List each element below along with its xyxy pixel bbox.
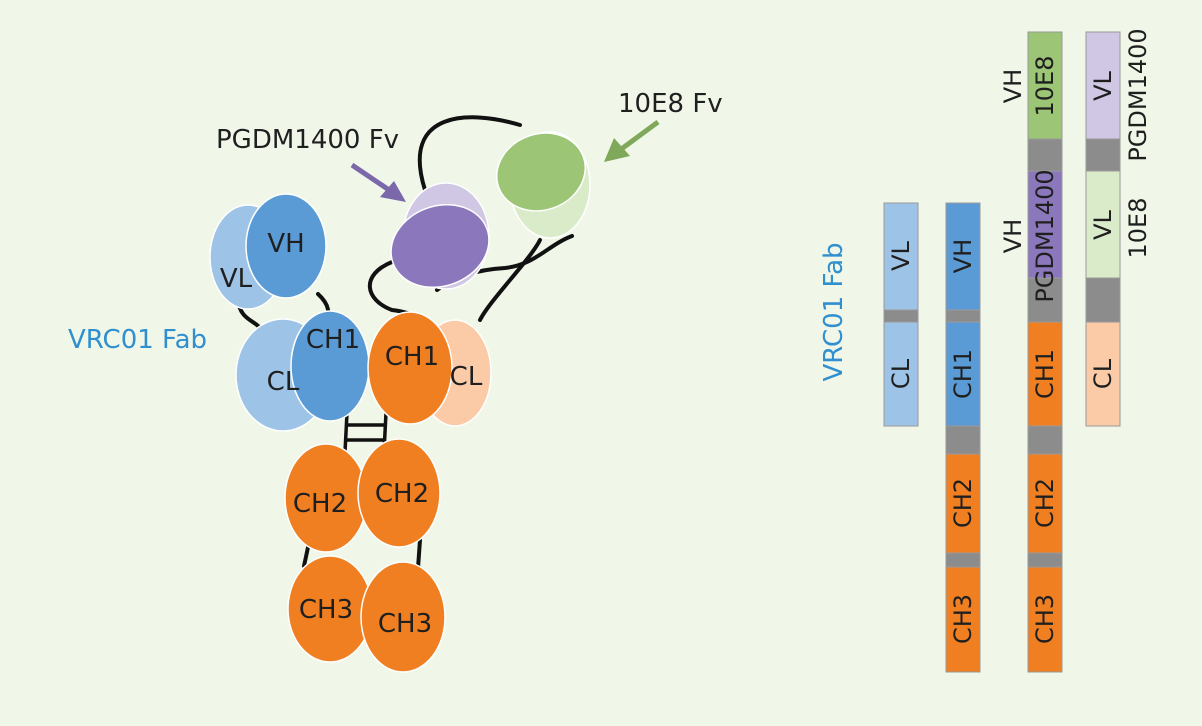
label-pgdm1400-fv: PGDM1400 Fv [216, 125, 399, 155]
bar-linker-d2 [1085, 277, 1121, 323]
bar-vl-10e8 [1085, 170, 1121, 279]
label-cl: CL [267, 367, 300, 397]
bar-label-vh: VH [949, 239, 977, 273]
bar-label-ch2-b: CH2 [949, 478, 977, 528]
bar-hinge-c [1027, 425, 1063, 455]
arrow-pgdm1400-head [380, 181, 406, 202]
bar-cl [883, 321, 919, 427]
bar-vh [945, 202, 981, 311]
chain-heavy-trispecific [1027, 31, 1063, 673]
bar-label-ch1-blue: CH1 [949, 349, 977, 399]
label-vl: VL [220, 264, 253, 294]
bar-linker-b2 [945, 552, 981, 568]
side-label-vrc01-fab: VRC01 Fab [819, 242, 849, 381]
domain-ch2-right [357, 438, 441, 548]
bar-hinge-b [945, 425, 981, 455]
bar-linker-c2 [1027, 277, 1063, 323]
loop-top [417, 115, 522, 192]
label-ch1-orange: CH1 [385, 342, 439, 372]
label-ch2-left: CH2 [293, 489, 347, 519]
linker-ch2-ch3-right [416, 538, 422, 570]
bar-label-vl-10e8: VL [1089, 209, 1117, 239]
bar-label-pgdm1400: PGDM1400 [1031, 169, 1059, 302]
side-label-pgdm1400: PGDM1400 [1124, 28, 1152, 161]
label-ch3-right: CH3 [378, 609, 432, 639]
bar-ch2-b [945, 453, 981, 554]
loop-right-down [478, 238, 542, 322]
bar-vh-pgdm1400 [1027, 170, 1063, 279]
arrows [350, 119, 660, 202]
bar-ch2-c [1027, 453, 1063, 554]
bar-labels: VL CL VH CH1 CH2 CH3 10E8 PGDM1400 CH1 C… [887, 56, 1117, 645]
domain-vh [245, 193, 327, 299]
chain-heavy-vrc01 [945, 202, 981, 673]
domain-ch1-orange [367, 311, 453, 425]
bar-label-ch2-c: CH2 [1031, 478, 1059, 528]
bar-label-ch3-b: CH3 [949, 594, 977, 644]
e10e8-vh [496, 132, 586, 212]
label-ch2-right: CH2 [375, 479, 429, 509]
arrow-10e8-head [604, 138, 630, 162]
bar-label-vl-pgdm: VL [1089, 70, 1117, 100]
chain-light-trispecific [1085, 31, 1121, 427]
arrow-10e8 [618, 119, 660, 153]
side-label-vh-pgdm: VH [999, 219, 1027, 253]
bar-linker-c1 [1027, 138, 1063, 172]
fv-modules [390, 131, 591, 290]
bar-label-cl: CL [887, 358, 915, 389]
bar-vl-pgdm1400 [1085, 31, 1121, 140]
bar-linker-a [883, 309, 919, 323]
label-vrc01-fab: VRC01 Fab [68, 325, 207, 355]
bar-ch3-c [1027, 566, 1063, 673]
chain-side-labels: VH VH PGDM1400 10E8 VRC01 Fab [819, 28, 1152, 381]
bar-linker-d1 [1085, 138, 1121, 172]
label-vh: VH [267, 229, 304, 259]
bar-cl-peach [1085, 321, 1121, 427]
bar-ch1-orange [1027, 321, 1063, 427]
vrc01-fab [209, 193, 370, 432]
label-ch3-left: CH3 [299, 595, 353, 625]
bar-linker-c3 [1027, 552, 1063, 568]
bar-label-ch1-orange: CH1 [1031, 349, 1059, 399]
bar-vh-10e8 [1027, 31, 1063, 140]
bar-vl [883, 202, 919, 311]
heavy-chain-constant [284, 311, 492, 673]
bar-ch3-b [945, 566, 981, 673]
chain-light-vrc01 [883, 202, 919, 427]
bar-ch1-blue [945, 321, 981, 427]
bar-label-cl-peach: CL [1089, 358, 1117, 389]
bar-label-vl: VL [887, 240, 915, 270]
chain-schematic: VL CL VH CH1 CH2 CH3 10E8 PGDM1400 CH1 C… [819, 28, 1152, 673]
label-cl-peach: CL [450, 362, 483, 392]
domain-ch3-right [360, 561, 446, 673]
bar-label-10e8: 10E8 [1031, 56, 1059, 117]
label-ch1-blue: CH1 [306, 325, 360, 355]
bar-label-ch3-c: CH3 [1031, 594, 1059, 644]
side-label-10e8: 10E8 [1124, 198, 1152, 259]
arrow-pgdm1400 [350, 162, 394, 195]
cartoon-labels: VH VL CH1 CL CH1 CL CH2 CH2 CH3 CH3 VRC0… [68, 89, 723, 639]
side-label-vh-10e8: VH [999, 69, 1027, 103]
bar-linker-b1 [945, 309, 981, 323]
label-10e8-fv: 10E8 Fv [618, 89, 723, 119]
pgdm1400-vh [390, 203, 490, 289]
